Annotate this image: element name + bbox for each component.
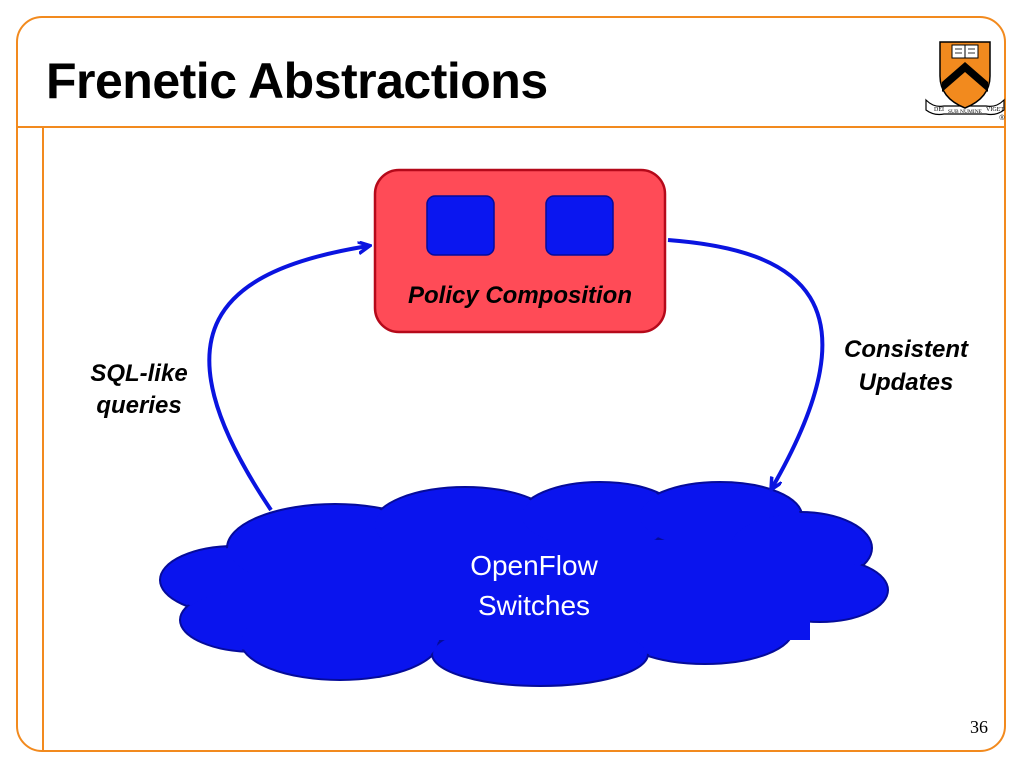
sql-queries-label-line-2: queries: [96, 392, 181, 419]
policy-module-left: [426, 195, 495, 256]
logo-ribbon-left: DEI: [934, 107, 944, 113]
consistent-updates-label-line-1: Consistent: [844, 336, 969, 363]
princeton-shield-icon: DEI SUB NUMINE VIGET ®: [925, 41, 1005, 122]
slide-frame: [16, 16, 1006, 752]
left-divider: [42, 127, 44, 751]
sql-queries-label-line-1: SQL-like: [90, 360, 187, 387]
title-divider: [17, 126, 1004, 128]
consistent-updates-arrow: [667, 238, 825, 488]
sql-queries-arrow: [207, 246, 368, 512]
policy-composition-box: Policy Composition: [373, 168, 667, 334]
logo-chevron: [942, 62, 988, 92]
cloud-label-line-2: Switches: [478, 590, 590, 621]
consistent-updates-label-line-2: Updates: [859, 369, 954, 396]
slide-title: Frenetic Abstractions: [46, 53, 548, 109]
page-number: 36: [970, 717, 988, 737]
policy-module-right: [545, 195, 614, 256]
logo-ribbon-center: SUB NUMINE: [948, 109, 983, 115]
policy-composition-label: Policy Composition: [408, 282, 632, 309]
logo-ribbon-right: VIGET: [986, 107, 1004, 113]
openflow-cloud: OpenFlow Switches: [159, 481, 889, 687]
cloud-label-line-1: OpenFlow: [470, 550, 598, 581]
logo-registered-mark: ®: [999, 114, 1005, 122]
